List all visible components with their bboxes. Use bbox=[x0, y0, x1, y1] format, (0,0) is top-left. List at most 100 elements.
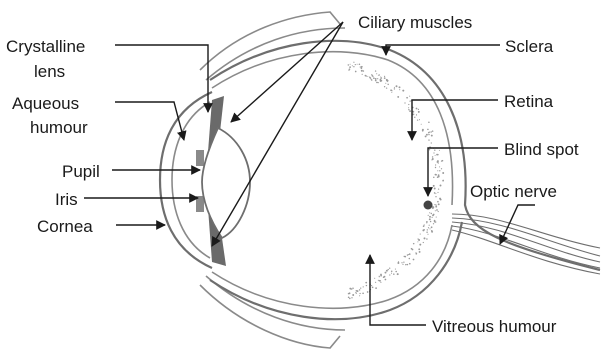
speckle-dot bbox=[438, 174, 440, 176]
speckle-dot bbox=[366, 285, 367, 286]
speckle-dot bbox=[376, 82, 378, 84]
label-cornea: Cornea bbox=[37, 217, 93, 236]
speckle-dot bbox=[353, 62, 354, 63]
speckle-dot bbox=[372, 286, 374, 288]
speckle-dot bbox=[426, 231, 427, 232]
speckle-dot bbox=[380, 81, 381, 82]
label-vitreous-humour: Vitreous humour bbox=[432, 317, 557, 336]
label-aqueous-humour-line2: humour bbox=[30, 118, 88, 137]
speckle-dot bbox=[373, 77, 375, 79]
speckle-dot bbox=[436, 204, 437, 205]
label-crystalline-lens-line1: Crystalline bbox=[6, 37, 85, 56]
speckle-dot bbox=[427, 234, 428, 235]
speckle-dot bbox=[438, 188, 439, 189]
speckle-dot bbox=[433, 206, 434, 207]
speckle-dot bbox=[434, 188, 436, 190]
speckle-dot bbox=[397, 262, 399, 264]
speckle-dot bbox=[435, 174, 437, 176]
speckle-dot bbox=[431, 159, 432, 160]
speckle-dot bbox=[436, 217, 437, 218]
speckle-dot bbox=[349, 68, 351, 70]
speckle-dot bbox=[435, 196, 436, 197]
speckle-dot bbox=[352, 65, 353, 66]
speckle-dot bbox=[426, 134, 428, 136]
speckle-dot bbox=[390, 89, 392, 91]
speckle-dot bbox=[386, 87, 387, 88]
speckle-dot bbox=[417, 241, 418, 242]
speckle-dot bbox=[402, 90, 404, 92]
speckle-dot bbox=[437, 170, 438, 171]
speckle-dot bbox=[431, 142, 432, 143]
speckle-dot bbox=[431, 135, 433, 137]
speckle-dot bbox=[377, 78, 378, 79]
speckle-dot bbox=[423, 225, 425, 227]
speckle-dot bbox=[408, 109, 409, 110]
speckle-dot bbox=[429, 132, 430, 133]
speckle-dot bbox=[420, 234, 421, 235]
label-aqueous-humour-line1: Aqueous bbox=[12, 94, 79, 113]
speckle-dot bbox=[426, 238, 428, 240]
speckle-dot bbox=[355, 71, 357, 73]
speckle-dot bbox=[433, 185, 435, 187]
speckle-dot bbox=[430, 221, 432, 223]
speckle-dot bbox=[375, 287, 377, 289]
speckle-dot bbox=[348, 297, 350, 299]
speckle-dot bbox=[439, 198, 441, 200]
speckle-dot bbox=[437, 161, 439, 163]
speckle-dot bbox=[361, 70, 363, 72]
speckle-dot bbox=[428, 134, 429, 135]
label-sclera: Sclera bbox=[505, 37, 554, 56]
speckle-dot bbox=[402, 264, 403, 265]
speckle-dot bbox=[435, 155, 436, 156]
speckle-dot bbox=[359, 63, 361, 65]
speckle-dot bbox=[432, 208, 434, 210]
speckle-dot bbox=[395, 271, 397, 273]
speckle-dot bbox=[357, 64, 358, 65]
speckle-dot bbox=[419, 119, 420, 120]
speckle-dot bbox=[348, 64, 349, 65]
speckle-dot bbox=[419, 244, 421, 246]
speckle-dot bbox=[396, 85, 398, 87]
speckle-dot bbox=[376, 73, 377, 74]
speckle-dot bbox=[381, 77, 383, 79]
speckle-dot bbox=[427, 129, 429, 131]
label-retina: Retina bbox=[504, 92, 554, 111]
speckle-dot bbox=[442, 172, 444, 174]
speckle-dot bbox=[401, 262, 402, 263]
speckle-dot bbox=[388, 84, 389, 85]
speckle-dot bbox=[438, 211, 439, 212]
speckle-dot bbox=[386, 270, 388, 272]
speckle-dot bbox=[417, 119, 418, 120]
speckle-dot bbox=[369, 77, 371, 79]
speckle-dot bbox=[383, 276, 385, 278]
speckle-dot bbox=[362, 74, 363, 75]
speckle-dot bbox=[360, 66, 361, 67]
leader-lines bbox=[84, 22, 535, 325]
speckle-dot bbox=[431, 226, 433, 228]
speckle-dot bbox=[433, 223, 434, 224]
speckle-dot bbox=[362, 292, 364, 294]
speckle-dot bbox=[379, 276, 380, 277]
speckle-dot bbox=[422, 129, 424, 131]
speckle-dot bbox=[395, 269, 396, 270]
speckle-dot bbox=[374, 278, 375, 279]
speckle-dot bbox=[393, 273, 395, 275]
label-crystalline-lens-line2: lens bbox=[34, 62, 65, 81]
speckle-dot bbox=[397, 273, 399, 275]
speckle-dot bbox=[385, 83, 386, 84]
speckle-dot bbox=[428, 139, 429, 140]
speckle-dot bbox=[411, 248, 413, 250]
speckle-dot bbox=[432, 156, 433, 157]
speckle-dot bbox=[379, 74, 380, 75]
speckle-dot bbox=[414, 117, 415, 118]
speckle-dot bbox=[375, 80, 377, 82]
blind-spot-dot bbox=[424, 201, 433, 210]
speckle-dot bbox=[359, 293, 360, 294]
speckle-dot bbox=[424, 237, 426, 239]
label-iris: Iris bbox=[55, 190, 78, 209]
speckle-dot bbox=[418, 248, 420, 250]
speckle-dot bbox=[434, 204, 435, 205]
speckle-dot bbox=[375, 70, 376, 71]
speckle-dot bbox=[439, 150, 440, 151]
